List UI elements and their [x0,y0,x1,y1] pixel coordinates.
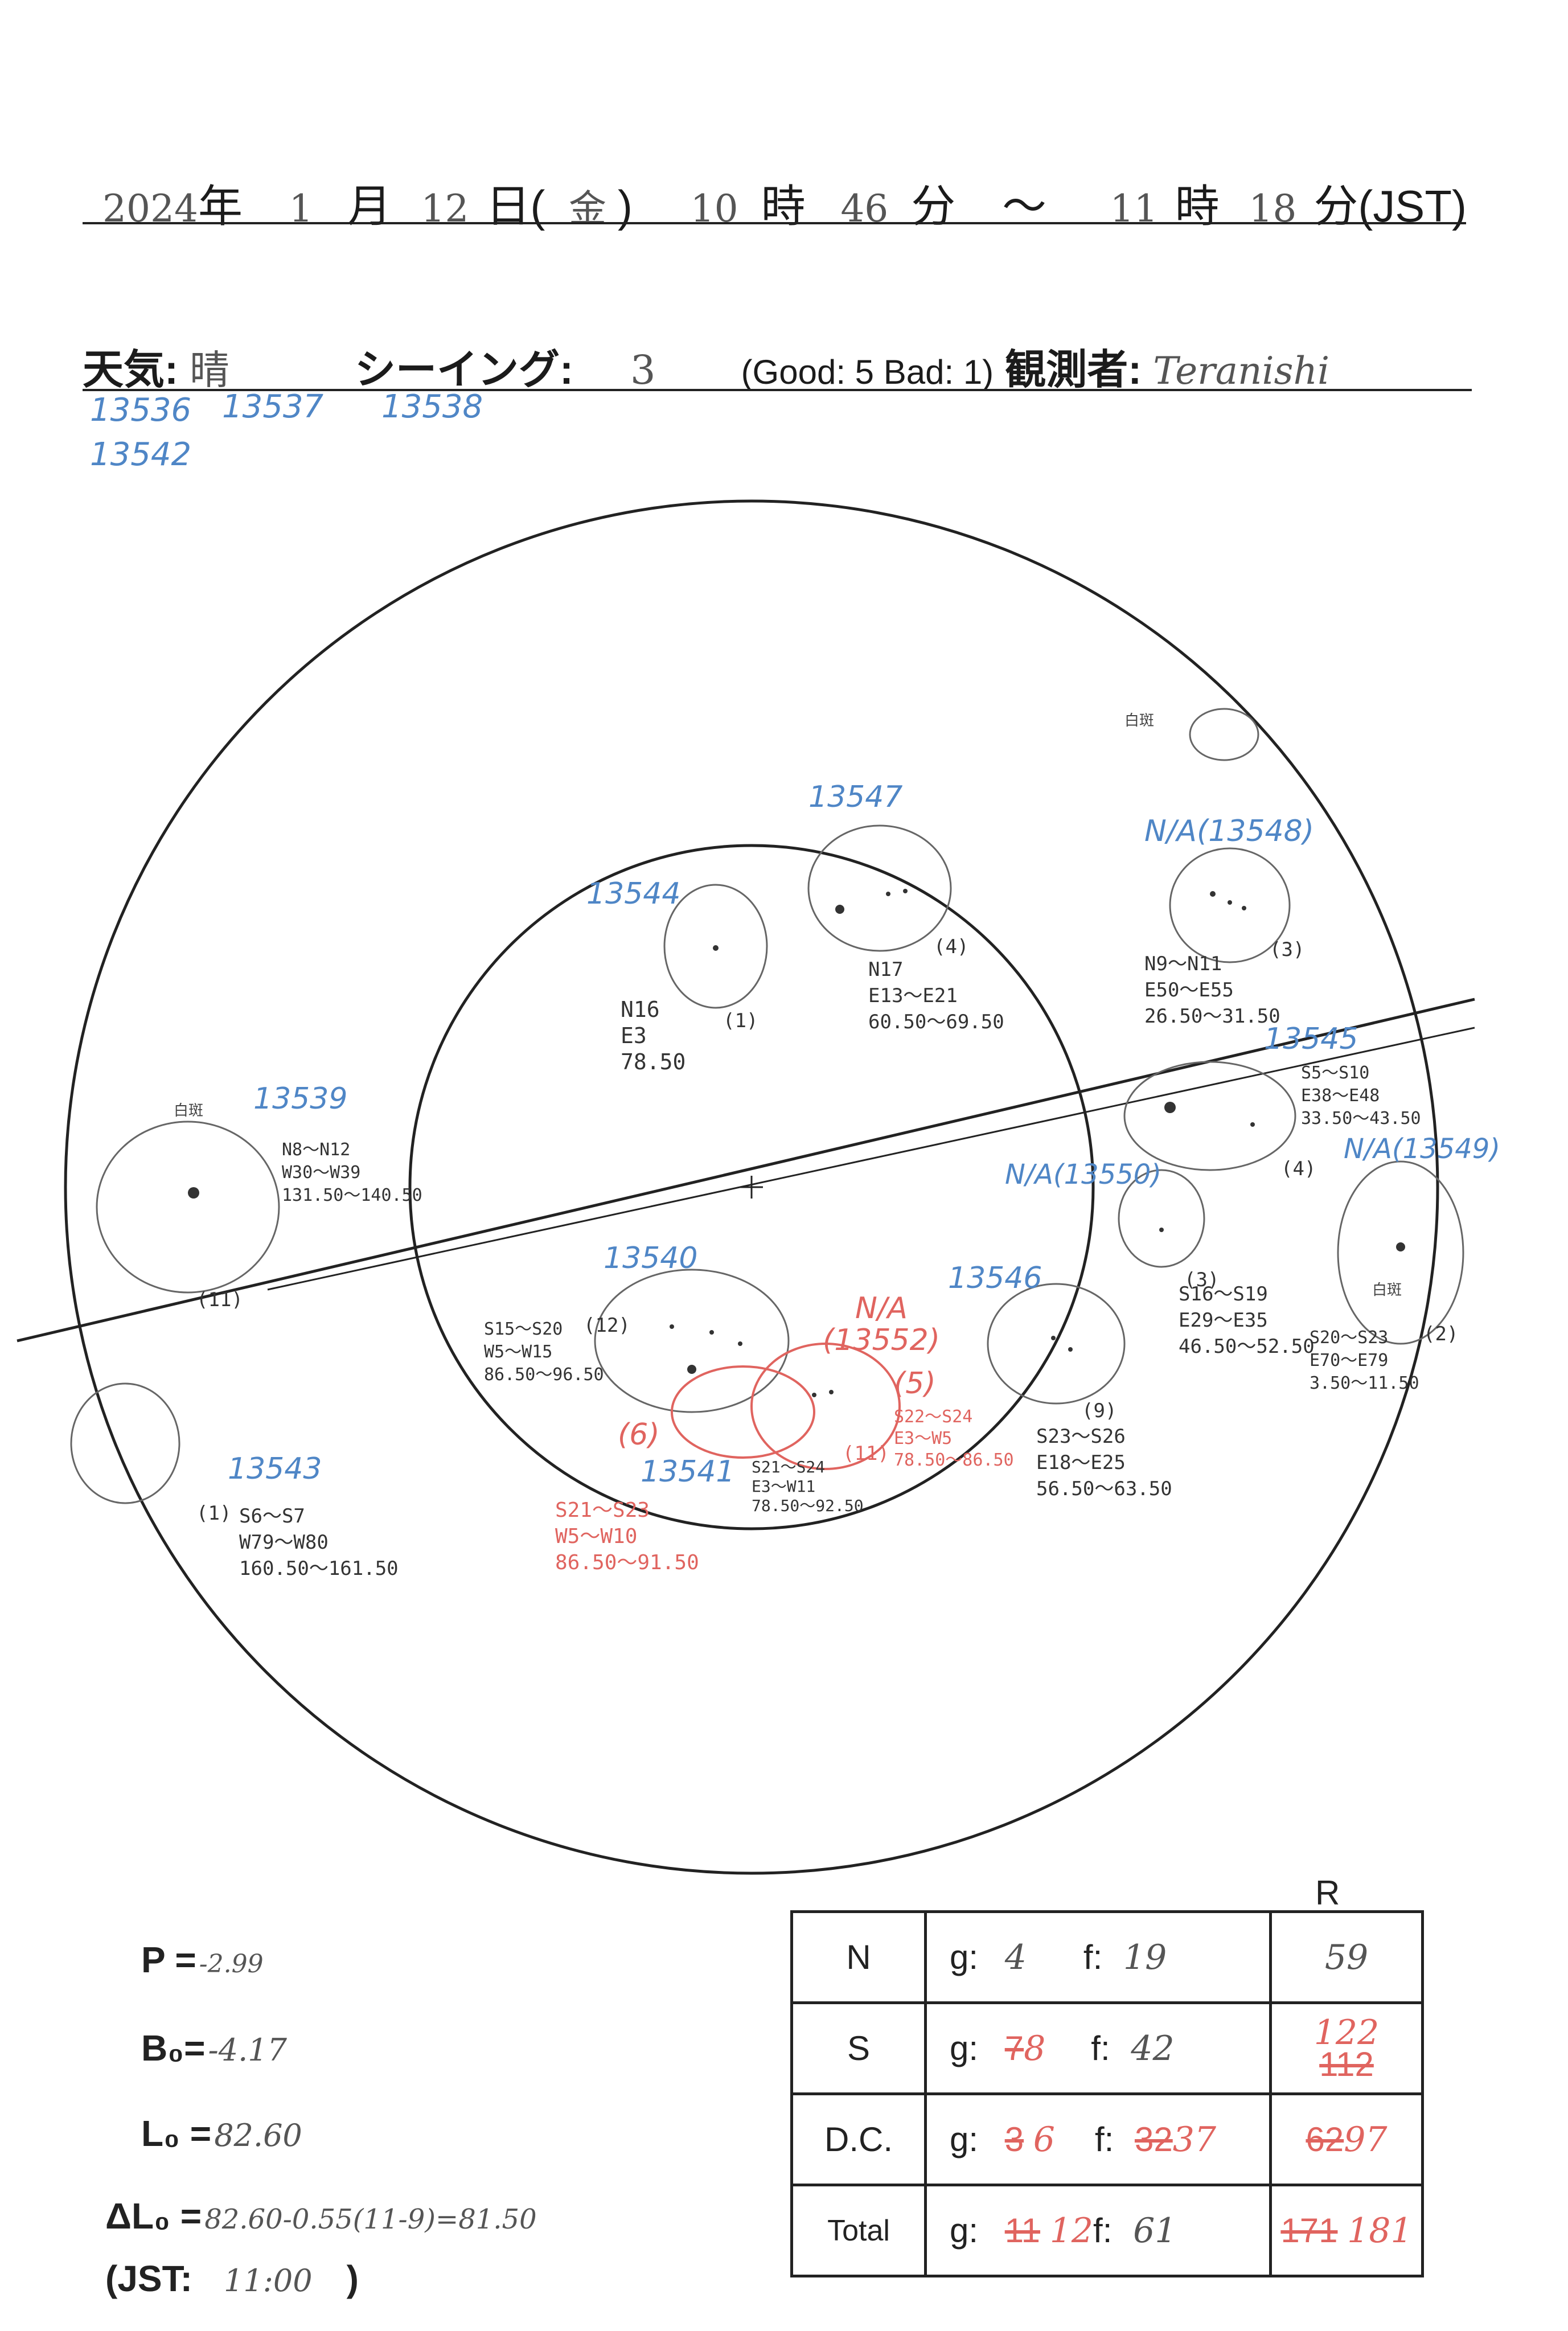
seeing-label: シーイング: [355,347,573,393]
region-count-13539: (11) [196,1288,243,1311]
correction-13552: N/A (13552) [823,1291,940,1357]
region-label-13550: N/A(13550) [1005,1159,1162,1191]
region-count-13541: (11) [843,1442,889,1465]
plage-note-2: 白斑 [174,1102,204,1119]
region-label-13541: 13541 [641,1455,735,1489]
region-count-13543: (1) [196,1502,232,1525]
region-label-13540: 13540 [604,1241,698,1275]
param-l0: L₀ = 82.60 [141,2113,302,2154]
correction-count-5: (5) [894,1366,936,1401]
sketch-13545 [1123,1061,1296,1171]
param-b0: B₀= -4.17 [141,2028,288,2069]
region-label-13545: 13545 [1264,1022,1358,1056]
sketch-13540 [594,1269,790,1413]
region-label-13539: 13539 [253,1082,348,1116]
region-label-13548: N/A(13548) [1144,814,1314,848]
weather-value: 晴 [190,347,229,393]
conditions-line: 天気: 晴 シーイング: 3 (Good: 5 Bad: 1) 観測者: Ter… [83,336,1329,396]
summary-row-total: Total g: 11 12f: 61 171 181 [790,2184,1424,2277]
sketch-13550 [1118,1169,1205,1268]
equator-line [17,998,1475,1343]
date-underline [83,222,1466,224]
top-region-2: 13537 [222,388,324,425]
sketch-13547 [807,824,952,952]
region-count-13545: (4) [1281,1158,1316,1180]
sketch-13541-red [671,1365,815,1459]
correction-count-6: (6) [618,1418,660,1452]
inner-disk-circle [408,844,1095,1530]
top-region-4: 13542 [90,436,192,473]
sketch-plage [1189,708,1259,761]
region-count-13549: (2) [1423,1323,1459,1345]
param-jst: (JST: 11:00) [105,2258,359,2299]
region-count-13544: (1) [723,1009,758,1032]
region-label-13543: 13543 [228,1452,322,1486]
region-label-13547: 13547 [808,780,903,814]
param-delta-l0: ΔL₀ = 82.60-0.55(11-9)=81.50 [105,2195,537,2236]
sketch-13548 [1169,847,1291,963]
region-count-13546: (9) [1082,1400,1117,1422]
region-label-13544: 13544 [586,877,681,911]
outer-disk-circle [64,499,1439,1875]
sketch-13543 [70,1382,180,1504]
plage-note-3: 白斑 [1372,1282,1402,1299]
region-label-13549: N/A(13549) [1344,1133,1501,1165]
r-column-header: R [1315,1874,1340,1912]
sketch-13544 [663,884,768,1009]
weather-label: 天気: [83,347,178,393]
param-p: P = -2.99 [141,1939,264,1980]
conditions-underline [83,389,1472,391]
ecliptic-line [267,1027,1475,1291]
seeing-scale: (Good: 5 Bad: 1) [741,353,994,391]
region-count-13540: (12) [584,1314,630,1337]
sketch-13552-red [750,1343,901,1470]
observer-value: Teranishi [1153,349,1330,393]
region-count-13547: (4) [934,935,969,958]
sketch-13549 [1337,1160,1464,1345]
top-region-1: 13536 [90,392,192,429]
sketch-13546 [987,1283,1126,1405]
sketch-13539 [96,1121,280,1294]
region-count-13550: (3) [1184,1269,1220,1291]
seeing-value: 3 [630,347,656,393]
region-count-13548: (3) [1270,938,1305,961]
top-region-3: 13538 [381,388,483,425]
plage-note-1: 白斑 [1124,712,1155,729]
observer-label: 観測者: [1005,347,1142,393]
region-label-13546: 13546 [948,1261,1042,1295]
